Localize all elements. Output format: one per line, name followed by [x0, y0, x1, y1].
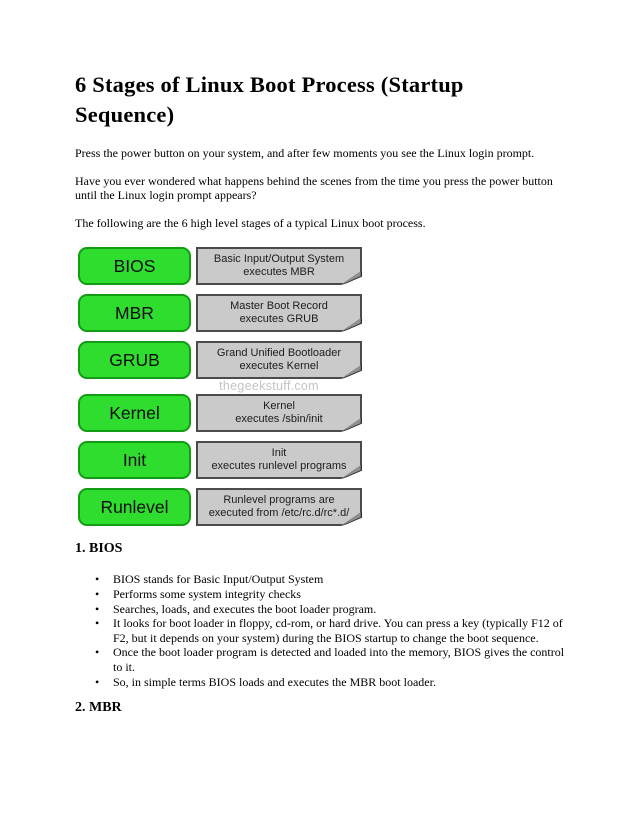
diagram-row-bios: BIOS Basic Input/Output System executes …	[78, 247, 362, 286]
page-title: 6 Stages of Linux Boot Process (Startup …	[75, 72, 464, 127]
note-box-runlevel: Runlevel programs are executed from /etc…	[196, 488, 362, 527]
bullet-text: So, in simple terms BIOS loads and execu…	[113, 674, 436, 689]
note-box-kernel: Kernel executes /sbin/init	[196, 394, 362, 433]
bullet-text: Searches, loads, and executes the boot l…	[113, 601, 377, 616]
folded-corner-icon	[340, 317, 362, 333]
bullet-icon: •	[95, 586, 100, 601]
folded-corner-icon	[340, 464, 362, 480]
bullet-item: • Once the boot loader program is detect…	[75, 645, 568, 674]
bullet-icon: •	[95, 616, 100, 631]
note-text: executed from /etc/rc.d/rc*.d/	[208, 507, 350, 520]
boot-stages-diagram: BIOS Basic Input/Output System executes …	[78, 247, 362, 527]
note-text: Runlevel programs are	[223, 493, 335, 506]
note-text: executes runlevel programs	[211, 460, 347, 473]
note-text: Basic Input/Output System	[213, 252, 345, 265]
folded-corner-icon	[340, 417, 362, 433]
note-text: executes Kernel	[239, 360, 319, 373]
intro-paragraph-3: The following are the 6 high level stage…	[75, 215, 426, 230]
note-box-grub: Grand Unified Bootloader executes Kernel	[196, 341, 362, 380]
watermark: thegeekstuff.com	[219, 379, 319, 394]
diagram-row-runlevel: Runlevel Runlevel programs are executed …	[78, 488, 362, 527]
bullet-text: It looks for boot loader in floppy, cd-r…	[113, 616, 563, 645]
note-box-bios: Basic Input/Output System executes MBR	[196, 247, 362, 286]
folded-corner-icon	[340, 364, 362, 380]
stage-box-kernel: Kernel	[78, 394, 191, 433]
note-text: Init	[271, 446, 287, 459]
bullet-icon: •	[95, 601, 100, 616]
stage-box-mbr: MBR	[78, 294, 191, 333]
bullet-item: • Performs some system integrity checks	[75, 587, 568, 602]
note-text: Kernel	[263, 399, 295, 412]
diagram-row-mbr: MBR Master Boot Record executes GRUB	[78, 294, 362, 333]
bullet-text: BIOS stands for Basic Input/Output Syste…	[113, 572, 324, 587]
intro-paragraph-2: Have you ever wondered what happens behi…	[75, 173, 553, 203]
section-heading-mbr: 2. MBR	[75, 700, 122, 716]
diagram-row-init: Init Init executes runlevel programs	[78, 441, 362, 480]
note-box-mbr: Master Boot Record executes GRUB	[196, 294, 362, 333]
bullet-item: • It looks for boot loader in floppy, cd…	[75, 616, 568, 645]
folded-corner-icon	[340, 270, 362, 286]
stage-box-grub: GRUB	[78, 341, 191, 380]
folded-corner-icon	[340, 511, 362, 527]
stage-box-bios: BIOS	[78, 247, 191, 286]
bullet-text: Performs some system integrity checks	[113, 586, 301, 601]
bullet-icon: •	[95, 645, 100, 660]
stage-box-runlevel: Runlevel	[78, 488, 191, 527]
diagram-row-kernel: Kernel Kernel executes /sbin/init	[78, 394, 362, 433]
note-box-init: Init executes runlevel programs	[196, 441, 362, 480]
note-text: executes MBR	[243, 266, 315, 279]
note-text: Grand Unified Bootloader	[216, 346, 342, 359]
intro-paragraph-1: Press the power button on your system, a…	[75, 146, 535, 160]
bullet-text: Once the boot loader program is detected…	[113, 645, 565, 674]
note-text: Master Boot Record	[230, 299, 328, 312]
section-heading-bios: 1. BIOS	[75, 541, 123, 557]
bullet-icon: •	[95, 674, 100, 689]
bullet-item: • Searches, loads, and executes the boot…	[75, 602, 568, 617]
bullet-item: • BIOS stands for Basic Input/Output Sys…	[75, 572, 568, 587]
note-text: executes /sbin/init	[235, 413, 323, 426]
bullet-item: • So, in simple terms BIOS loads and exe…	[75, 675, 568, 690]
note-text: executes GRUB	[239, 313, 319, 326]
stage-box-init: Init	[78, 441, 191, 480]
bios-bullet-list: • BIOS stands for Basic Input/Output Sys…	[75, 572, 568, 689]
diagram-row-grub: GRUB Grand Unified Bootloader executes K…	[78, 341, 362, 380]
bullet-icon: •	[95, 572, 100, 587]
